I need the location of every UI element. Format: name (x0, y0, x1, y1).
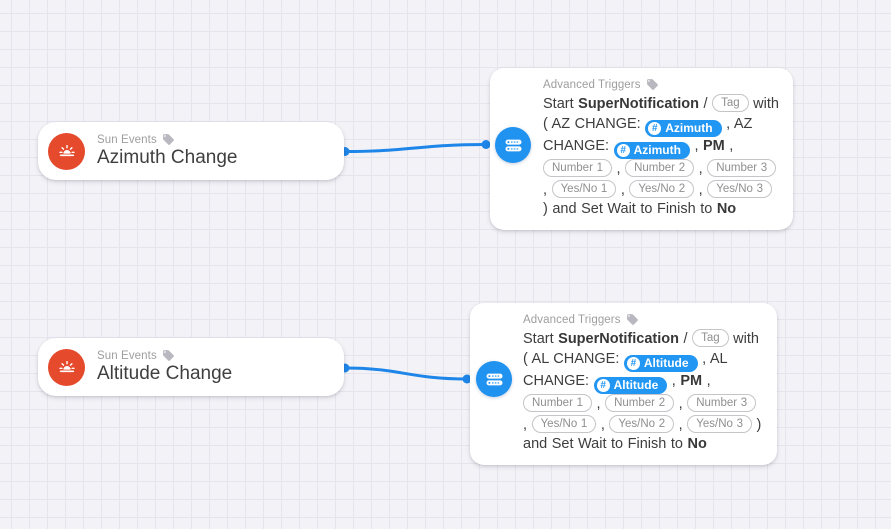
action-node-altitude[interactable]: Advanced Triggers Start SuperNotificatio… (470, 303, 777, 465)
rule-list-icon (486, 373, 502, 385)
trigger-node-altitude-change[interactable]: Sun Events Altitude Change (38, 338, 344, 396)
variable-pill: #Altitude (593, 377, 668, 394)
sun-events-icon-circle (48, 132, 85, 170)
hash-icon: # (626, 356, 640, 370)
token-pill: Number 3 (707, 159, 777, 177)
token-pill: Tag (692, 329, 729, 347)
tag-icon (646, 79, 658, 90)
trigger-category-label: Sun Events (97, 133, 157, 146)
variable-pill: #Azimuth (613, 142, 690, 159)
token-pill: Yes/No 1 (531, 414, 597, 433)
trigger-category-label: Sun Events (97, 349, 157, 362)
edge-altitude[interactable] (344, 366, 468, 381)
rule-list-icon (505, 139, 521, 151)
rule-connector-node[interactable] (495, 127, 531, 163)
trigger-node-azimuth-change[interactable]: Sun Events Azimuth Change (38, 122, 344, 180)
token-pill: Number 3 (687, 394, 757, 412)
sunrise-icon (58, 144, 75, 157)
token-pill: Tag (712, 94, 749, 112)
token-pill: Yes/No 2 (609, 414, 675, 433)
edge-azimuth[interactable] (344, 143, 487, 153)
hash-icon: # (616, 144, 630, 157)
token-pill: Number 1 (523, 394, 592, 412)
variable-pill: #Altitude (623, 354, 698, 372)
token-pill: Yes/No 1 (551, 179, 617, 198)
tag-icon (162, 350, 174, 361)
trigger-title: Azimuth Change (97, 147, 238, 168)
token-pill: Yes/No 3 (687, 414, 752, 433)
token-pill: Number 1 (543, 159, 612, 177)
sunrise-icon (58, 360, 75, 373)
action-category-label: Advanced Triggers (543, 78, 641, 91)
token-pill: Number 2 (605, 394, 675, 412)
action-category-label: Advanced Triggers (523, 313, 621, 326)
tag-icon (162, 134, 174, 145)
tag-icon (626, 314, 638, 325)
token-pill: Yes/No 2 (629, 179, 695, 198)
rule-connector-node[interactable] (476, 361, 512, 397)
variable-pill: #Azimuth (645, 119, 722, 137)
trigger-title: Altitude Change (97, 363, 233, 384)
action-node-azimuth[interactable]: Advanced Triggers Start SuperNotificatio… (490, 68, 793, 230)
token-pill: Number 2 (625, 159, 695, 177)
sun-events-icon-circle (48, 348, 85, 386)
hash-icon: # (648, 121, 662, 135)
action-description: Start SuperNotification / Tag with ( AL … (523, 329, 762, 452)
action-description: Start SuperNotification / Tag with ( AZ … (543, 94, 779, 217)
token-pill: Yes/No 3 (707, 179, 772, 198)
hash-icon: # (596, 379, 610, 392)
